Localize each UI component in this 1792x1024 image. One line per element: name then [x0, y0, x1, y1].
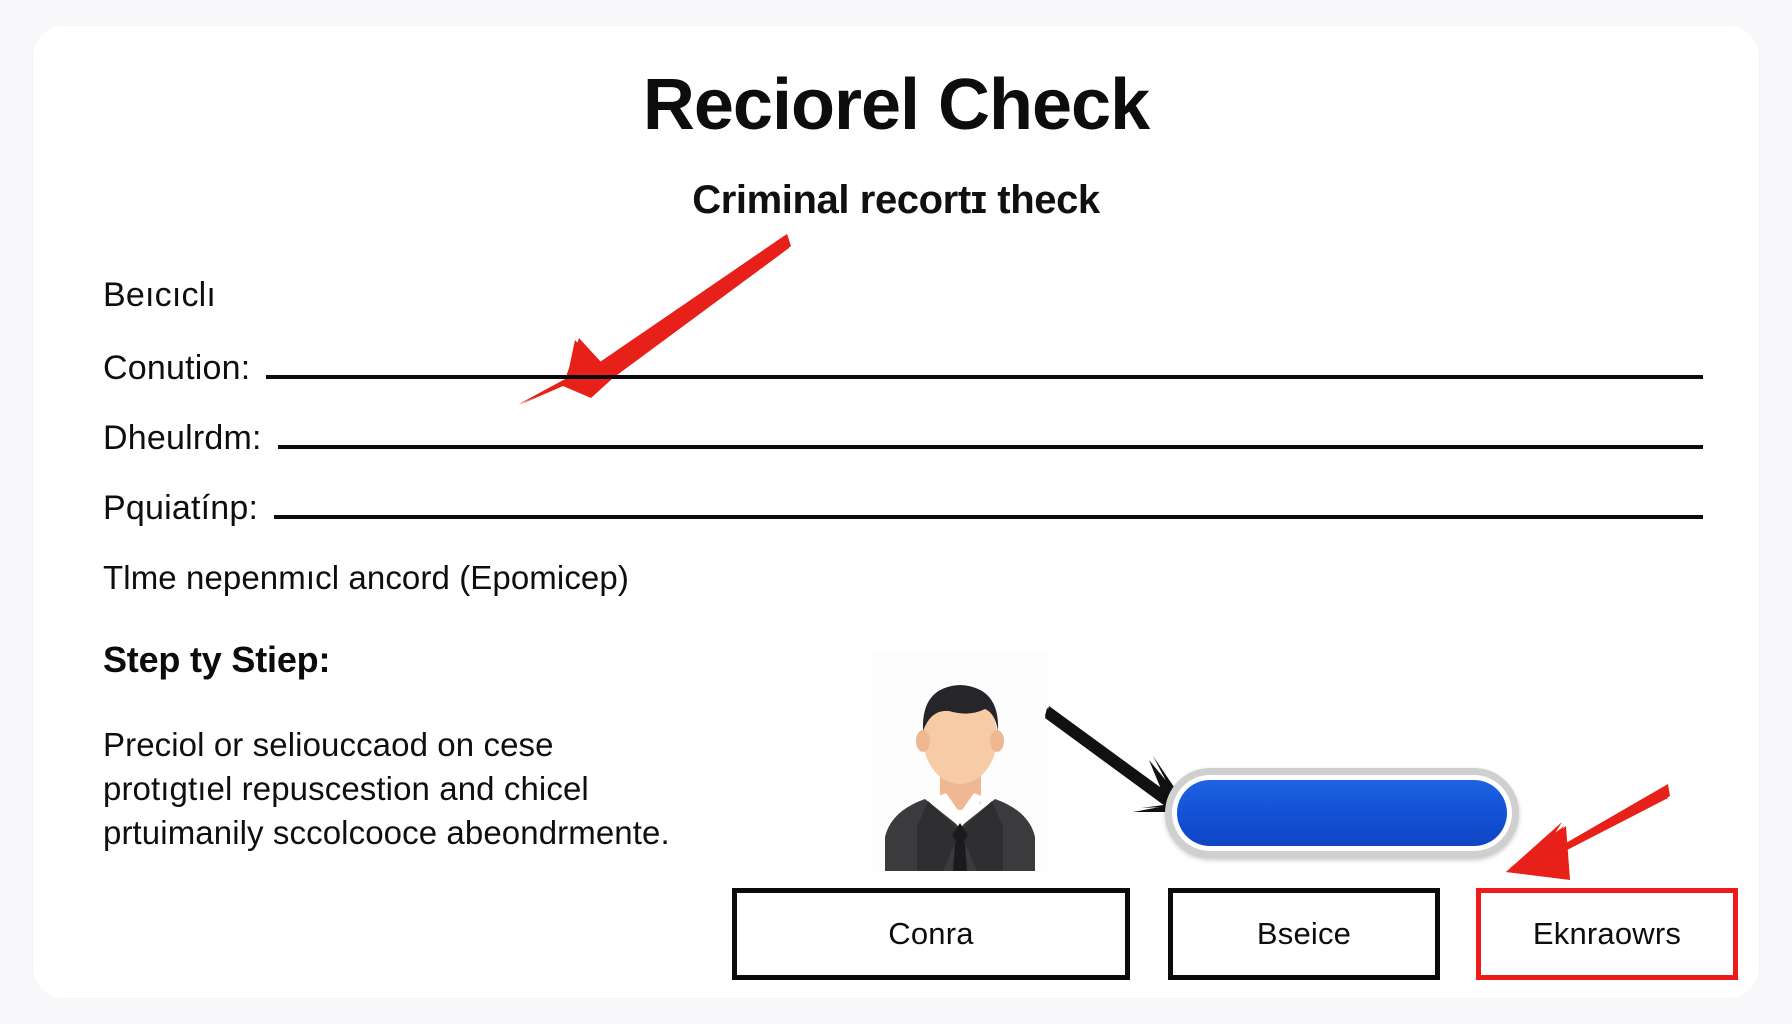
field-label-3: Pquiatínp: [103, 489, 259, 527]
field-input-2[interactable] [277, 445, 1703, 449]
field-label-2: Dheulrdm: [103, 419, 262, 457]
field-input-3[interactable] [274, 515, 1703, 519]
button-bseice[interactable]: Bseice [1168, 888, 1440, 980]
steps-heading: Step ty Stiep: [103, 639, 331, 680]
avatar [873, 651, 1048, 871]
button-eknraowrs[interactable]: Eknraowrs [1476, 888, 1738, 980]
page-title: Reciorel Check [642, 65, 1150, 145]
toggle-switch-fill [1177, 780, 1507, 846]
toggle-switch-track [1172, 775, 1512, 851]
button-bseice-label: Bseice [1256, 916, 1352, 951]
form-area: Beıcıclı Conution: Dheulrdm: Pquiatínp: … [103, 276, 1703, 856]
form-note: Tlme nepenmıcl ancord (Epomicep) [103, 559, 629, 596]
field-label-1: Conution: [103, 349, 251, 387]
form-field-row: Pquiatínp: [103, 491, 1703, 525]
person-avatar-icon [873, 651, 1048, 871]
form-intro-label: Beıcıclı [103, 276, 217, 314]
page-subtitle: Criminal recortɪ theck [692, 178, 1100, 222]
button-conra-label: Conra [888, 916, 974, 951]
button-eknraowrs-label: Eknraowrs [1532, 916, 1682, 951]
toggle-switch[interactable] [1165, 768, 1519, 858]
document-card: Reciorel Check Criminal recortɪ theck Be… [33, 26, 1759, 998]
form-field-row: Dheulrdm: [103, 421, 1703, 455]
button-conra[interactable]: Conra [732, 888, 1130, 980]
field-input-1[interactable] [266, 375, 1703, 379]
form-field-row: Conution: [103, 351, 1703, 385]
steps-body: Preciol or seliouccaod on cese protıgtıe… [103, 726, 670, 852]
